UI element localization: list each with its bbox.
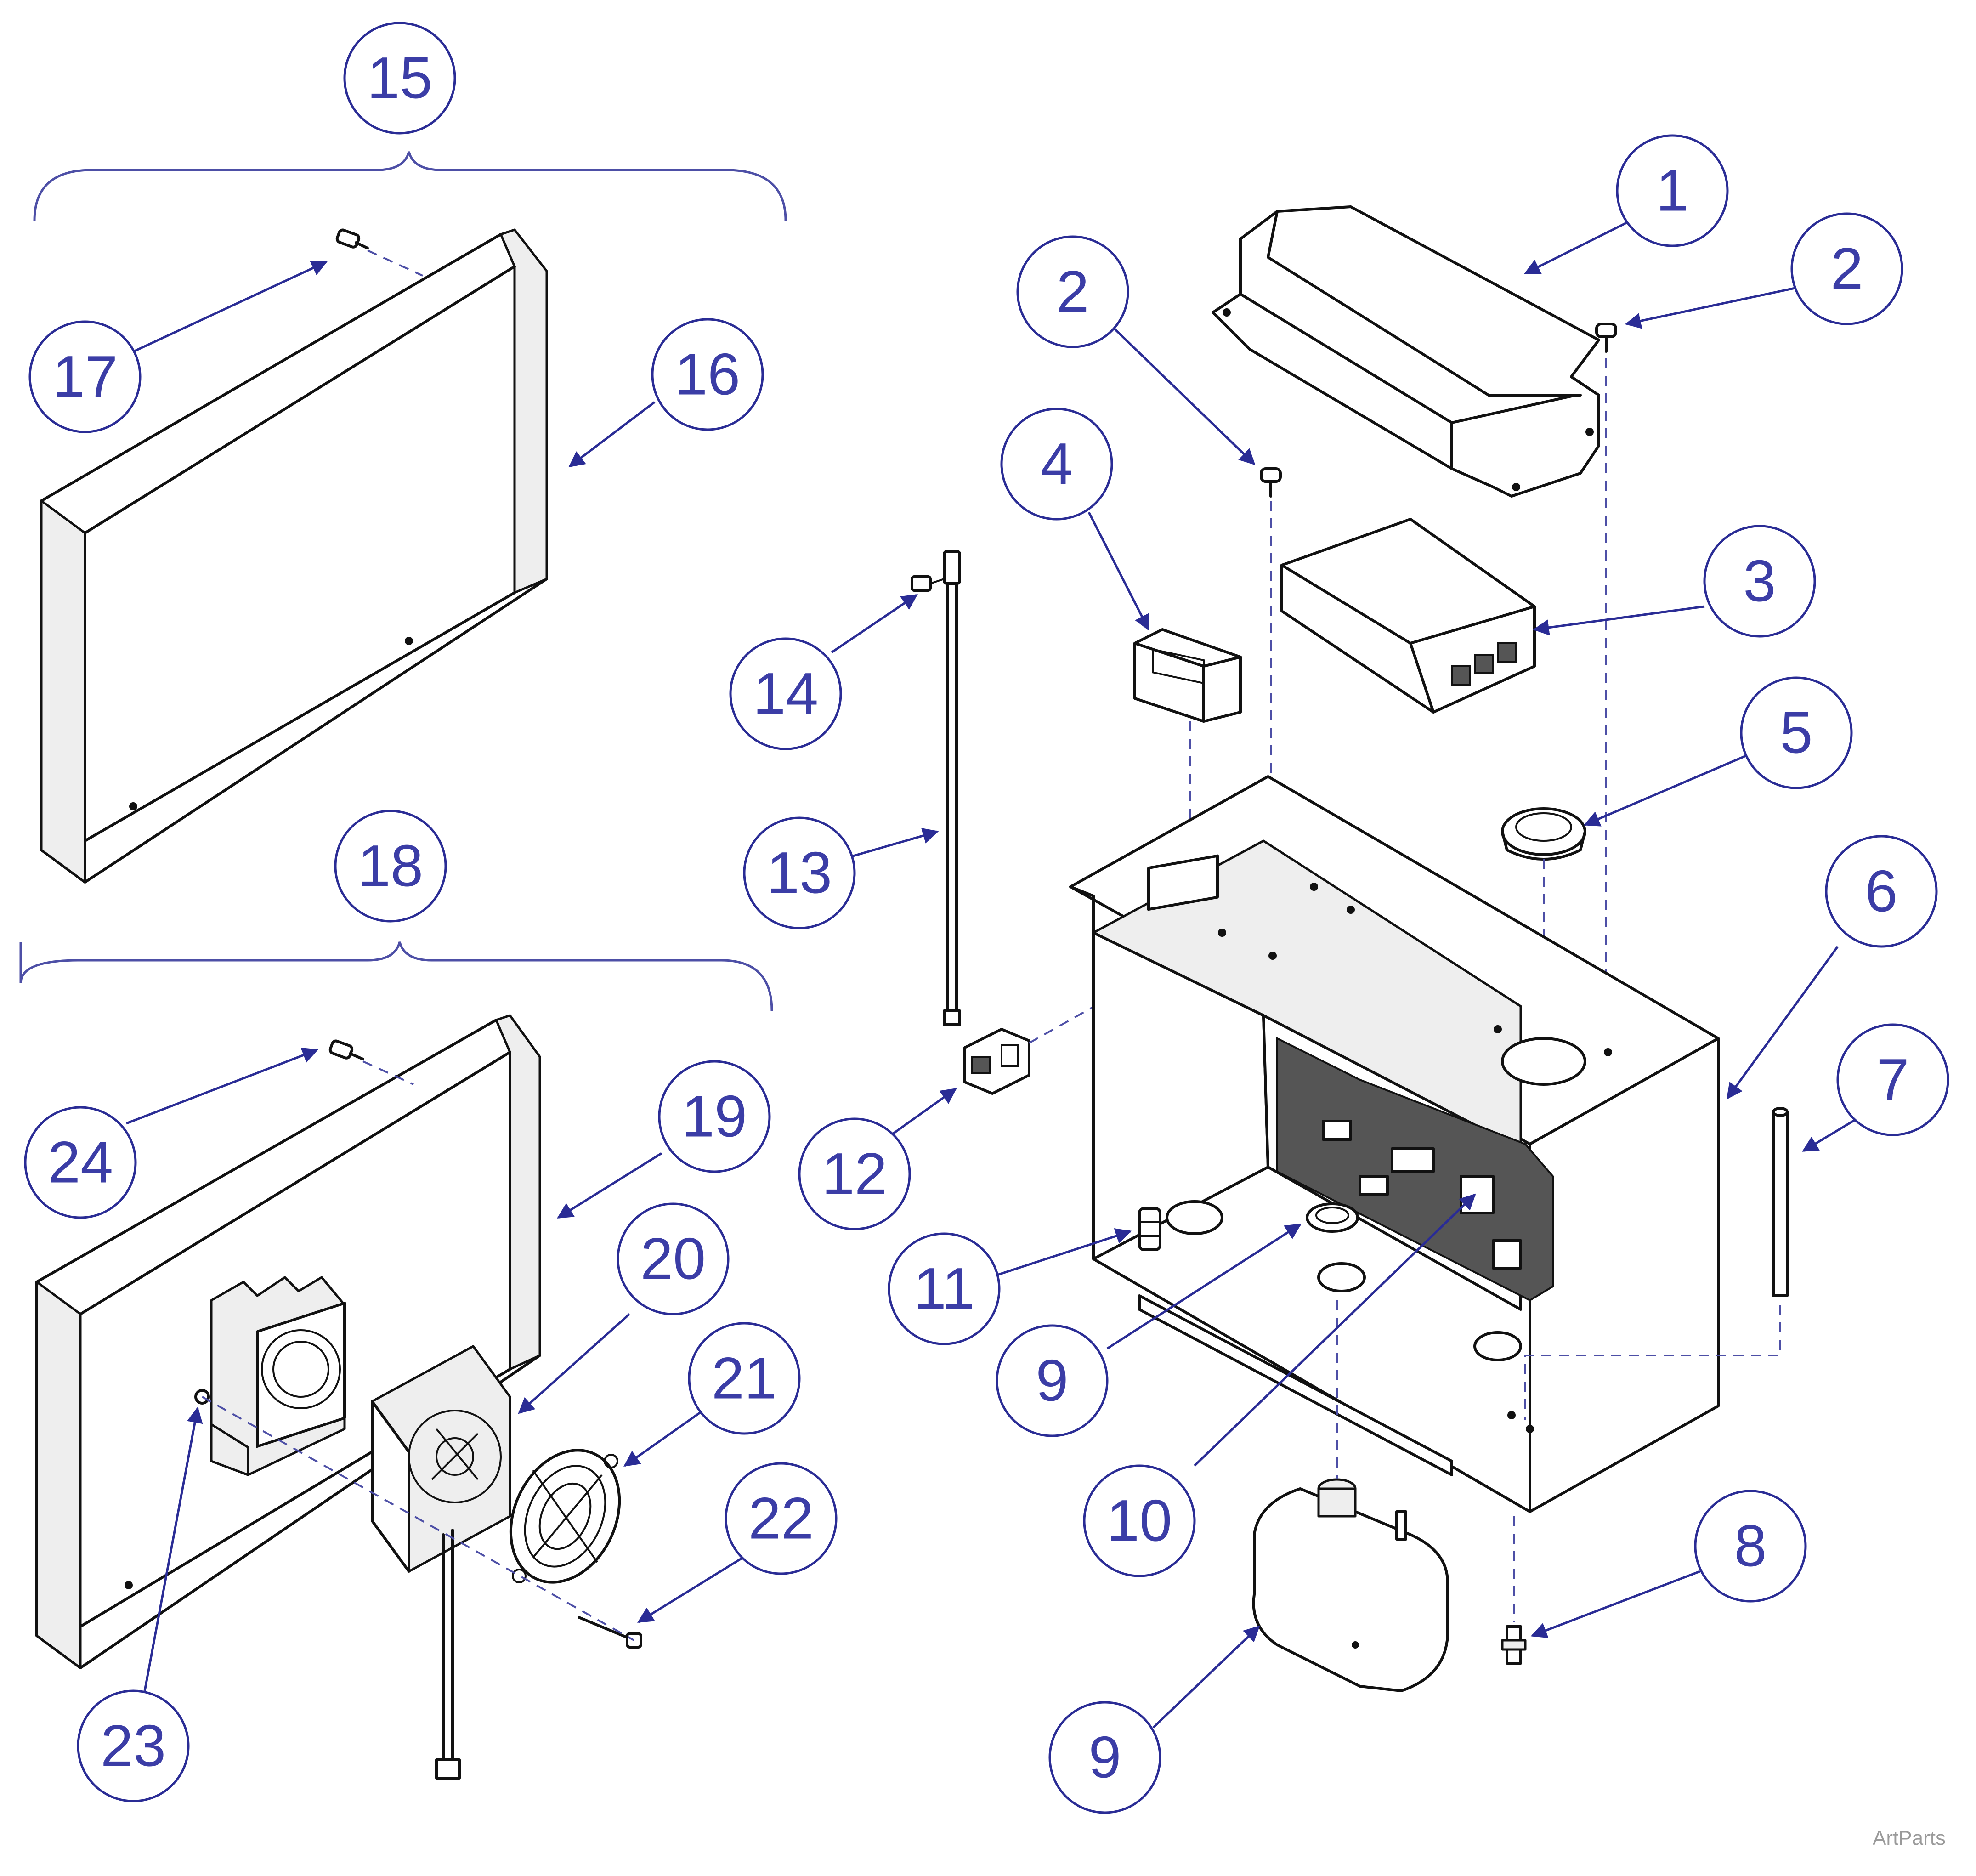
callout-label: 5 [1780, 700, 1812, 766]
screw-2-right [1595, 323, 1617, 353]
bushing-11 [1138, 1207, 1161, 1251]
fan-guard-21 [509, 1449, 621, 1584]
callout-11: 11 [888, 1232, 1001, 1345]
tank-9 [1252, 1478, 1449, 1692]
callout-label: 6 [1865, 859, 1897, 924]
callout-23: 23 [77, 1689, 190, 1802]
screw-17 [335, 228, 369, 249]
callout-16: 16 [651, 318, 764, 431]
callout-label: 9 [1036, 1348, 1068, 1414]
nut-9-small [1306, 1202, 1359, 1233]
cable-tie-14 [911, 575, 945, 592]
callout-label: 17 [52, 344, 118, 410]
callout-9-upper: 9 [996, 1324, 1109, 1437]
callout-2-right: 2 [1790, 212, 1903, 325]
callout-label: 7 [1876, 1047, 1909, 1113]
callout-label: 2 [1056, 259, 1089, 325]
callout-label: 3 [1743, 549, 1776, 614]
watermark: ArtParts [1873, 1827, 1946, 1849]
callout-label: 8 [1734, 1513, 1767, 1579]
callout-label: 22 [748, 1486, 814, 1552]
screw-22 [578, 1616, 642, 1649]
module-3 [1280, 518, 1536, 714]
callout-label: 1 [1656, 158, 1688, 224]
callout-12: 12 [798, 1117, 911, 1230]
callout-label: 14 [753, 661, 818, 727]
leaders [126, 217, 1862, 1729]
fan-wire [435, 1529, 461, 1780]
callout-4: 4 [1000, 408, 1113, 521]
callout-7: 7 [1836, 1023, 1949, 1136]
meter-4 [1133, 628, 1242, 723]
callout-2-left: 2 [1016, 235, 1129, 348]
callout-label: 15 [367, 45, 432, 111]
assembly-line-fan [202, 1396, 634, 1641]
side-panel-16 [40, 228, 548, 884]
callout-19: 19 [658, 1060, 771, 1173]
callout-14: 14 [729, 637, 842, 750]
brace-18 [19, 941, 773, 1011]
fan-bracket [210, 1276, 346, 1476]
callout-label: 18 [358, 833, 423, 899]
callout-label: 23 [101, 1713, 166, 1779]
grommet-5 [1501, 807, 1586, 861]
callout-10: 10 [1083, 1464, 1196, 1577]
callout-label: 2 [1830, 236, 1863, 302]
callout-label: 13 [767, 840, 832, 906]
fan-20 [371, 1345, 511, 1573]
callout-17: 17 [28, 320, 142, 433]
callout-8: 8 [1694, 1490, 1807, 1603]
assembly-line-7 [1524, 1305, 1781, 1420]
callout-5: 5 [1740, 676, 1853, 789]
callout-1: 1 [1616, 134, 1729, 247]
callout-label: 11 [914, 1256, 975, 1322]
callout-24: 24 [24, 1106, 137, 1219]
screw-2-left [1260, 467, 1282, 498]
callout-15: 15 [343, 22, 456, 135]
callout-label: 4 [1040, 431, 1073, 497]
callout-13: 13 [743, 816, 856, 929]
callout-6: 6 [1825, 835, 1938, 948]
callout-22: 22 [725, 1462, 838, 1575]
screw-24 [328, 1039, 364, 1060]
assembly-line-17 [367, 249, 423, 277]
callout-label: 21 [712, 1346, 777, 1411]
callout-9-lower: 9 [1048, 1701, 1161, 1814]
callout-3: 3 [1703, 525, 1816, 638]
callout-label: 19 [682, 1084, 747, 1150]
fitting-8 [1501, 1625, 1527, 1665]
callout-label: 24 [48, 1130, 113, 1196]
callout-label: 9 [1088, 1725, 1121, 1791]
jack-12 [963, 1028, 1030, 1095]
callout-18: 18 [334, 810, 447, 923]
callout-20: 20 [617, 1202, 730, 1315]
enclosure-6 [1069, 775, 1720, 1513]
callout-21: 21 [688, 1322, 801, 1435]
callout-label: 10 [1107, 1488, 1172, 1554]
assembly-line-24 [362, 1060, 414, 1085]
callout-label: 20 [640, 1226, 706, 1292]
cover-1 [1212, 205, 1600, 498]
callout-label: 16 [675, 342, 740, 408]
callout-label: 12 [822, 1141, 887, 1207]
brace-15 [33, 151, 787, 221]
rod-7 [1772, 1107, 1789, 1297]
cable-13 [943, 550, 961, 1026]
